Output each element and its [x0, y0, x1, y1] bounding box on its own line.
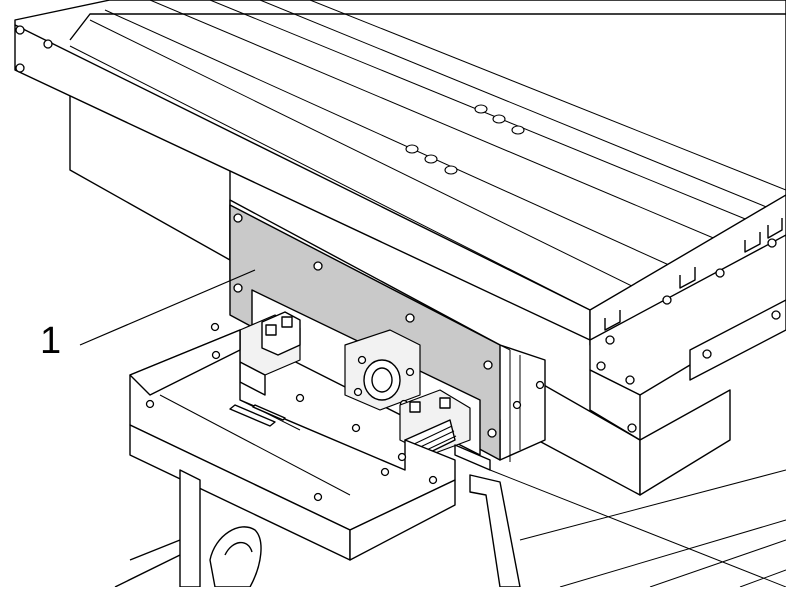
table-underside	[69, 79, 731, 496]
bolt-icon	[771, 310, 781, 320]
bolt-icon	[233, 213, 243, 223]
bolt-icon	[351, 423, 361, 433]
bolt-icon	[428, 475, 438, 485]
bolt-icon	[535, 380, 545, 390]
bolt-icon	[313, 261, 323, 271]
chip-tray	[129, 322, 456, 561]
bolt-icon	[15, 25, 25, 35]
bolt-icon	[662, 295, 672, 305]
bolt-icon	[487, 428, 497, 438]
bolt-icon	[145, 399, 155, 409]
bolt-icon	[715, 268, 725, 278]
bolt-icon	[295, 393, 305, 403]
bolt-icon	[15, 63, 25, 73]
bolt-icon	[625, 375, 635, 385]
bolt-icon	[702, 349, 712, 359]
bolt-icon	[397, 452, 407, 462]
callout-leader-line	[79, 269, 256, 346]
bolt-icon	[627, 423, 637, 433]
machine-base	[114, 469, 786, 588]
bolt-icon	[353, 387, 363, 397]
bolt-icon	[605, 335, 615, 345]
bolt-icon	[512, 400, 522, 410]
bolt-icon	[767, 238, 777, 248]
bolt-icon	[596, 361, 606, 371]
bolt-icon	[483, 360, 493, 370]
bolt-icon	[211, 350, 221, 360]
bolt-icon	[210, 322, 220, 332]
bolt-icon	[405, 367, 415, 377]
bolt-icon	[313, 492, 323, 502]
bolt-icon	[233, 283, 243, 293]
bolt-icon	[380, 467, 390, 477]
bolt-icon	[43, 39, 53, 49]
bolt-icon	[405, 313, 415, 323]
bolt-icon	[357, 355, 367, 365]
t-slot-table	[14, 0, 786, 441]
callout-number-1: 1	[40, 320, 62, 362]
